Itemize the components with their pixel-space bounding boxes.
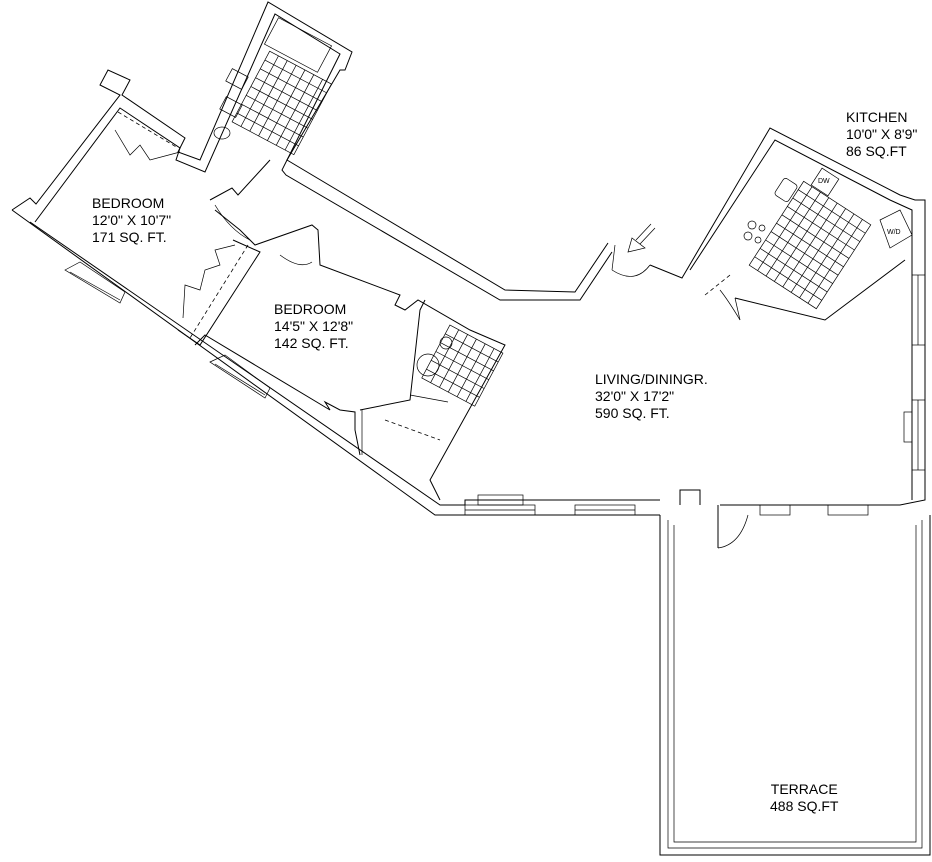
dishwasher-label: DW xyxy=(818,178,830,185)
room-area: 171 SQ. FT. xyxy=(92,229,167,245)
room-label-terrace: TERRACE 488 SQ.FT xyxy=(770,781,838,815)
room-dimensions: 12'0" X 10'7" xyxy=(92,212,172,228)
room-area: 86 SQ.FT xyxy=(846,143,907,159)
room-label-kitchen: KITCHEN 10'0" X 8'9" 86 SQ.FT xyxy=(846,109,917,160)
terrace-outline xyxy=(659,515,931,856)
doors xyxy=(114,129,749,549)
room-label-bedroom-2: BEDROOM 14'5" X 12'8" 142 SQ. FT. xyxy=(274,301,353,352)
room-name: KITCHEN xyxy=(846,109,908,125)
bathroom-1 xyxy=(213,17,333,156)
exterior-walls xyxy=(11,1,926,516)
bathroom-2 xyxy=(409,324,504,407)
room-name: BEDROOM xyxy=(274,301,347,317)
room-label-living: LIVING/DININGR. 32'0" X 17'2" 590 SQ. FT… xyxy=(595,371,708,422)
room-dimensions: 32'0" X 17'2" xyxy=(595,388,675,404)
room-name: BEDROOM xyxy=(92,195,165,211)
interior-walls xyxy=(177,159,906,548)
room-area: 590 SQ. FT. xyxy=(595,405,670,421)
windows xyxy=(64,261,926,516)
kitchen-fixtures xyxy=(743,167,913,310)
room-label-bedroom-1: BEDROOM 12'0" X 10'7" 171 SQ. FT. xyxy=(92,195,171,246)
room-area: 142 SQ. FT. xyxy=(274,335,349,351)
room-dimensions: 14'5" X 12'8" xyxy=(274,318,354,334)
washer-dryer-label: W/D xyxy=(887,229,901,236)
room-dimensions: 10'0" X 8'9" xyxy=(846,126,918,142)
room-name: TERRACE xyxy=(770,781,838,797)
room-name: LIVING/DININGR. xyxy=(595,371,708,387)
entry-arrow-icon xyxy=(627,223,656,253)
room-area: 488 SQ.FT xyxy=(770,798,839,814)
closets xyxy=(117,111,731,441)
